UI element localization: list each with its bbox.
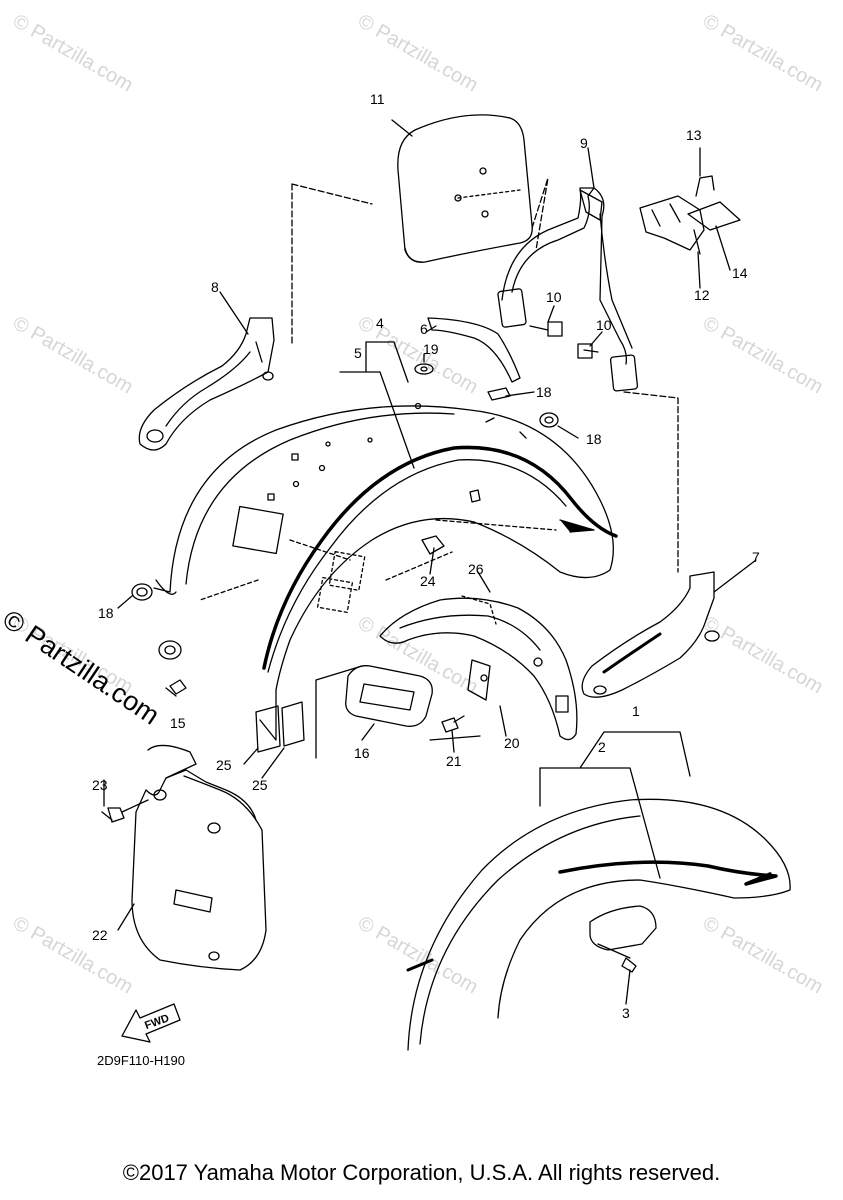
callout-number: 7 (752, 549, 760, 565)
backrest-pad (397, 114, 549, 263)
callout-number: 5 (354, 345, 362, 361)
leader-line (623, 391, 679, 573)
callout-number: 20 (504, 735, 520, 751)
callout-number: 10 (546, 289, 562, 305)
callout-number: 15 (170, 715, 186, 731)
backrest-frame (497, 187, 639, 392)
rear-fender (153, 402, 618, 741)
grab-bar-left (138, 317, 275, 451)
callout-number: 25 (216, 757, 232, 773)
fwd-arrow-icon: FWD (121, 1003, 181, 1043)
callout-number: 22 (92, 927, 108, 943)
tape (255, 701, 305, 753)
bolt (529, 321, 599, 359)
callout-number: 26 (468, 561, 484, 577)
callout-number: 24 (420, 573, 436, 589)
callout-number: 8 (211, 279, 219, 295)
leader-line (291, 183, 373, 347)
trim-strip (427, 317, 521, 383)
copyright-notice: ©2017 Yamaha Motor Corporation, U.S.A. A… (122, 1160, 721, 1185)
callout-number: 13 (686, 127, 702, 143)
callout-number: 23 (92, 777, 108, 793)
bolt (621, 957, 637, 973)
callout-number: 6 (420, 321, 428, 337)
callout-number: 16 (354, 745, 370, 761)
callout-number: 4 (376, 315, 384, 331)
diagram-code: 2D9F110-H190 (97, 1053, 185, 1068)
callout-number: 18 (536, 384, 552, 400)
callout-number: 11 (370, 91, 385, 107)
front-fender (406, 798, 791, 1051)
mount-bracket (639, 175, 741, 255)
callout-number: 18 (98, 605, 114, 621)
leader-lines (103, 119, 757, 1005)
license-bracket (131, 744, 267, 971)
bolt (101, 799, 149, 823)
callout-number: 10 (596, 317, 612, 333)
callout-number: 12 (694, 287, 710, 303)
washer (414, 363, 434, 375)
callout-number: 2 (598, 739, 606, 755)
clip (421, 535, 445, 555)
bolt (441, 715, 465, 733)
callout-number: 1 (632, 703, 640, 719)
inner-fender (379, 595, 578, 741)
callout-number: 19 (423, 341, 439, 357)
callout-number: 18 (586, 431, 602, 447)
callout-number: 25 (252, 777, 268, 793)
reflector (345, 665, 433, 727)
callout-number: 21 (446, 753, 462, 769)
callout-number: 3 (622, 1005, 630, 1021)
callout-number: 9 (580, 135, 588, 151)
grab-bar-right (581, 571, 720, 698)
leader-line (315, 665, 481, 759)
callout-number: 14 (732, 265, 748, 281)
bolt (165, 679, 187, 697)
